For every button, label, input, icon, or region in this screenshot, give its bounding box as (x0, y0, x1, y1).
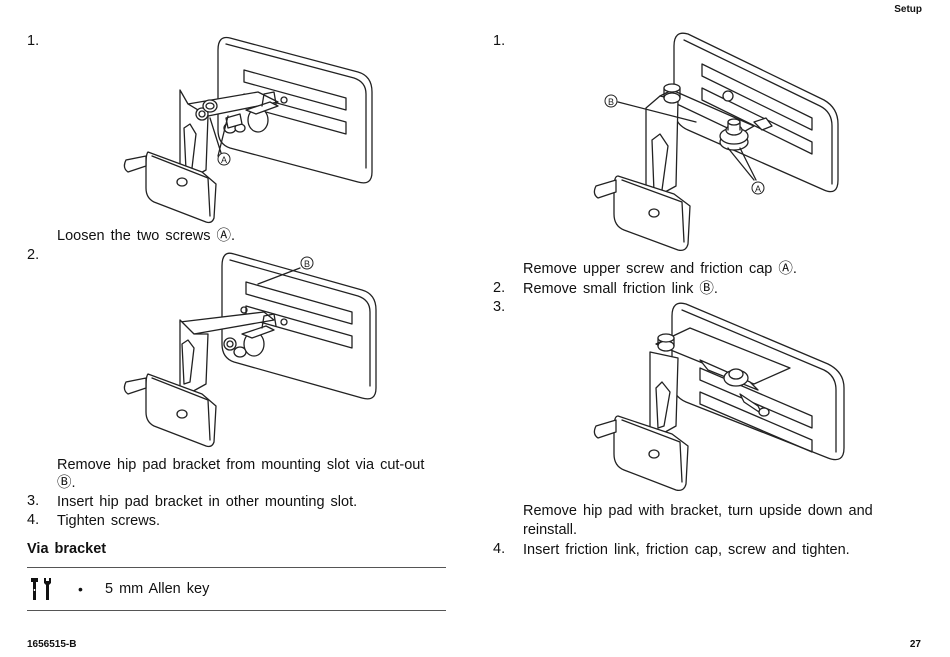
right-step-2-number: 2. (493, 280, 506, 296)
via-bracket-heading: Via bracket (27, 541, 107, 557)
callout-b-label: B (608, 97, 614, 107)
right-step-3-text-line-2: reinstall. (523, 522, 577, 538)
callout-a-label: A (755, 184, 761, 194)
tools-divider-bottom (27, 610, 446, 611)
right-step-3-text-line-1: Remove hip pad with bracket, turn upside… (523, 503, 873, 519)
figure-remove-bracket-slot: B (118, 248, 383, 453)
left-step-1-text: Loosen the two screws Ⓐ. (57, 228, 236, 244)
left-step-4-number: 4. (27, 512, 40, 528)
left-step-2-text-line-2: Ⓑ. (57, 475, 76, 491)
right-step-2-text: Remove small friction link Ⓑ. (523, 281, 718, 297)
figure-loosen-screws: A (118, 32, 378, 227)
tool-bullet: • (78, 581, 83, 597)
document-code: 1656515-B (27, 639, 77, 650)
tools-divider-top (27, 567, 446, 568)
page-number: 27 (909, 639, 921, 650)
left-step-3-number: 3. (27, 493, 40, 509)
callout-a-label: A (221, 155, 227, 165)
right-step-1-number: 1. (493, 33, 506, 49)
figure-remove-friction-cap: B A (590, 30, 850, 260)
right-step-1-text: Remove upper screw and friction cap Ⓐ. (523, 261, 797, 277)
right-step-3-number: 3. (493, 299, 506, 315)
right-step-4-number: 4. (493, 541, 506, 557)
left-step-3-text: Insert hip pad bracket in other mounting… (57, 494, 358, 510)
left-step-2-number: 2. (27, 247, 40, 263)
left-step-4-text: Tighten screws. (57, 513, 160, 529)
left-step-2-text-line-1: Remove hip pad bracket from mounting slo… (57, 457, 425, 473)
right-step-4-text: Insert friction link, friction cap, scre… (523, 542, 850, 558)
tool-allen-key: 5 mm Allen key (105, 581, 210, 597)
figure-reinstall-hip-pad (590, 298, 860, 498)
left-step-1-number: 1. (27, 33, 40, 49)
callout-b-label: B (304, 259, 310, 269)
tools-icon (31, 578, 51, 600)
section-title: Setup (894, 4, 922, 15)
